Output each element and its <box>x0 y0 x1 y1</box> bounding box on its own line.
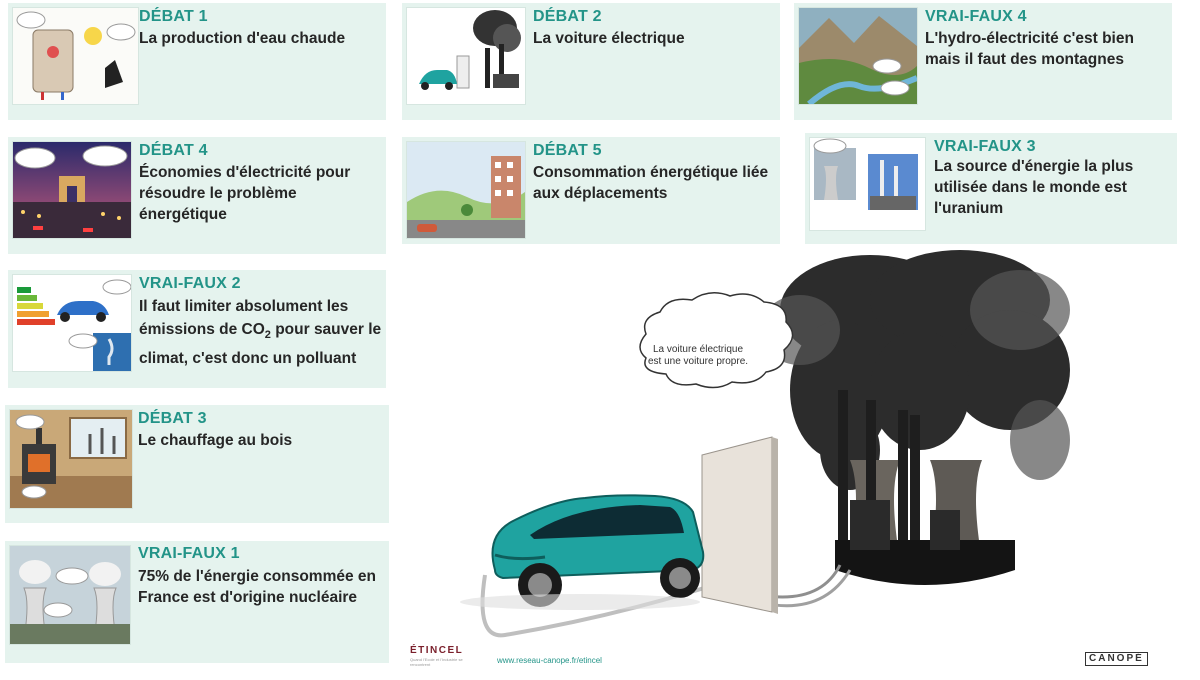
card-description: Consommation énergétique liée aux déplac… <box>533 164 769 202</box>
card-description: Économies d'électricité pour résoudre le… <box>139 164 351 223</box>
card-title: VRAI-FAUX 3 <box>934 138 1036 155</box>
card-debat-1[interactable]: DÉBAT 1 La production d'eau chaude <box>8 3 386 120</box>
reseau-canope-link[interactable]: www.reseau-canope.fr/etincel <box>497 656 602 665</box>
card-debat-2[interactable]: DÉBAT 2 La voiture électrique <box>402 3 780 120</box>
car-shape <box>460 494 705 610</box>
card-title: VRAI-FAUX 1 <box>138 545 240 562</box>
electric-car-illustration: La voiture électrique est une voiture pr… <box>400 240 1200 675</box>
speech-bubble <box>639 292 794 389</box>
bubble-line-2: est une voiture propre. <box>647 356 749 367</box>
card-debat-4[interactable]: DÉBAT 4 Économies d'électricité pour rés… <box>8 137 386 254</box>
card-title: DÉBAT 1 <box>139 8 208 25</box>
nuclear-plant-thumbnail <box>9 545 131 645</box>
card-description: La source d'énergie la plus utilisée dan… <box>934 158 1134 217</box>
card-vrai-faux-4[interactable]: VRAI-FAUX 4 L'hydro-électricité c'est bi… <box>794 3 1172 120</box>
card-title: VRAI-FAUX 4 <box>925 8 1027 25</box>
etincel-logo: ÉTINCEL <box>410 645 464 656</box>
card-description: L'hydro-électricité c'est bien mais il f… <box>925 30 1134 68</box>
city-traffic-thumbnail <box>406 141 526 239</box>
card-description: La voiture électrique <box>533 30 685 47</box>
card-title: DÉBAT 2 <box>533 8 602 25</box>
card-title: DÉBAT 4 <box>139 142 208 159</box>
card-title: VRAI-FAUX 2 <box>139 275 241 292</box>
card-description: Il faut limiter absolument les émissions… <box>139 298 382 368</box>
card-description: Le chauffage au bois <box>138 432 293 449</box>
card-description: 75% de l'énergie consommée en France est… <box>138 568 377 606</box>
card-debat-3[interactable]: DÉBAT 3 Le chauffage au bois <box>5 405 389 523</box>
hydro-landscape-thumbnail <box>798 7 918 105</box>
electric-car-thumbnail <box>406 7 526 105</box>
card-debat-5[interactable]: DÉBAT 5 Consommation énergétique liée au… <box>402 137 780 244</box>
card-vrai-faux-2[interactable]: VRAI-FAUX 2 Il faut limiter absolument l… <box>8 270 386 388</box>
water-heater-thumbnail <box>12 7 139 105</box>
card-vrai-faux-1[interactable]: VRAI-FAUX 1 75% de l'énergie consommée e… <box>5 541 389 663</box>
speech-bubble-text: La voiture électrique est une voiture pr… <box>618 344 778 368</box>
card-title: DÉBAT 3 <box>138 410 207 427</box>
card-title: DÉBAT 5 <box>533 142 602 159</box>
energy-label-car-thumbnail <box>12 274 132 372</box>
bubble-line-1: La voiture électrique <box>652 344 744 355</box>
etincel-tagline: Quand l'Ecole et l'Industrie se rencontr… <box>410 657 463 667</box>
power-plants-thumbnail <box>809 137 926 231</box>
wood-stove-thumbnail <box>9 409 133 509</box>
card-description: La production d'eau chaude <box>139 30 346 47</box>
canope-logo: CANOPÉ <box>1085 652 1148 666</box>
paris-night-thumbnail <box>12 141 132 239</box>
card-vrai-faux-3[interactable]: VRAI-FAUX 3 La source d'énergie la plus … <box>805 133 1177 244</box>
